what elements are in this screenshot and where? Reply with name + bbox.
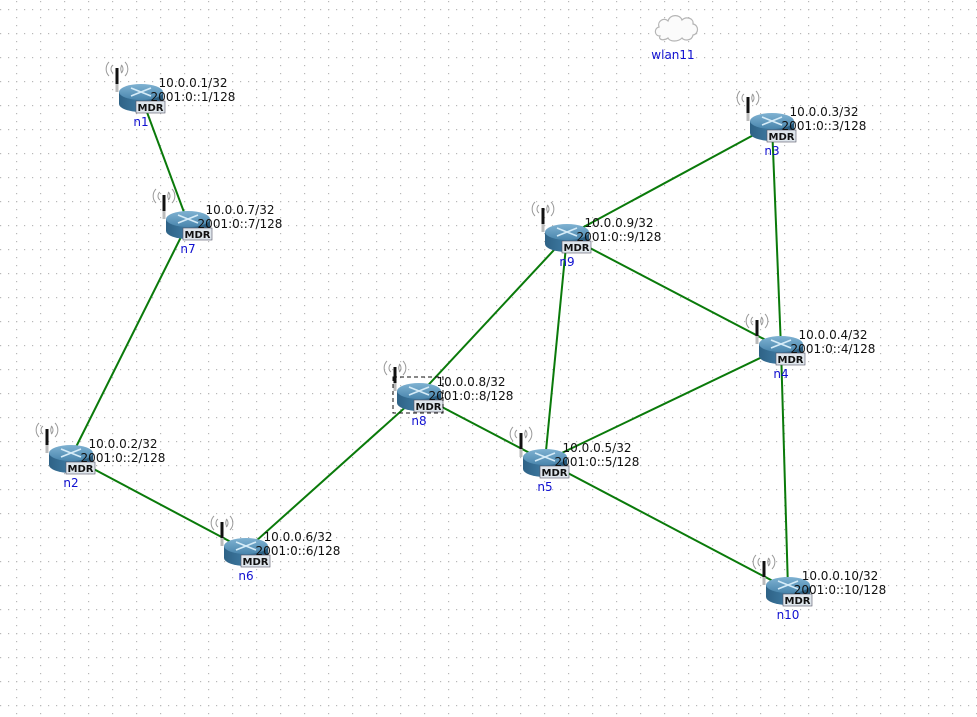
node-type-label: MDR bbox=[542, 468, 568, 479]
wlan-label: wlan11 bbox=[651, 48, 694, 62]
node-type-label: MDR bbox=[564, 243, 590, 254]
ipv6-address: 2001:0::2/128 bbox=[81, 451, 166, 465]
mdr-badge bbox=[782, 593, 813, 607]
antenna-icon bbox=[152, 188, 176, 219]
ipv4-address: 10.0.0.9/32 bbox=[585, 216, 654, 230]
ipv6-address: 2001:0::10/128 bbox=[794, 583, 887, 597]
node-type-label: MDR bbox=[68, 464, 94, 475]
ipv4-address: 10.0.0.7/32 bbox=[206, 203, 275, 217]
node-type-label: MDR bbox=[785, 596, 811, 607]
ipv4-address: 10.0.0.4/32 bbox=[799, 328, 868, 342]
antenna-icon bbox=[736, 90, 760, 121]
nodes-layer: MDRn110.0.0.1/322001:0::1/128MDRn710.0.0… bbox=[35, 61, 887, 622]
link-n9-n5[interactable] bbox=[544, 235, 568, 462]
link-n4-n5[interactable] bbox=[544, 347, 782, 462]
ipv6-address: 2001:0::1/128 bbox=[151, 90, 236, 104]
antenna-icon bbox=[105, 61, 129, 92]
node-name: n8 bbox=[411, 414, 426, 428]
ipv6-address: 2001:0::5/128 bbox=[555, 455, 640, 469]
cloud-icon bbox=[654, 15, 699, 42]
mdr-badge bbox=[240, 554, 271, 568]
links-layer bbox=[70, 95, 789, 590]
node-type-label: MDR bbox=[769, 132, 795, 143]
node-name: n4 bbox=[773, 367, 788, 381]
node-name: n5 bbox=[537, 480, 552, 494]
mdr-badge bbox=[766, 129, 797, 143]
antenna-icon bbox=[35, 422, 59, 453]
ipv4-address: 10.0.0.3/32 bbox=[790, 105, 859, 119]
node-type-label: MDR bbox=[416, 402, 442, 413]
node-type-label: MDR bbox=[778, 355, 804, 366]
ipv4-address: 10.0.0.6/32 bbox=[264, 530, 333, 544]
node-name: n2 bbox=[63, 476, 78, 490]
mdr-badge bbox=[561, 240, 592, 254]
link-n7-n2[interactable] bbox=[70, 222, 189, 458]
mdr-badge bbox=[775, 352, 806, 366]
node-name: n3 bbox=[764, 144, 779, 158]
antenna-icon bbox=[383, 360, 407, 391]
node-name: n9 bbox=[559, 255, 574, 269]
antenna-icon bbox=[745, 313, 769, 344]
antenna-icon bbox=[509, 426, 533, 457]
ipv4-address: 10.0.0.8/32 bbox=[437, 375, 506, 389]
mdr-badge bbox=[65, 461, 96, 475]
node-name: n7 bbox=[180, 242, 195, 256]
mdr-badge bbox=[539, 465, 570, 479]
ipv6-address: 2001:0::4/128 bbox=[791, 342, 876, 356]
link-n2-n6[interactable] bbox=[70, 456, 247, 551]
node-type-label: MDR bbox=[138, 103, 164, 114]
ipv6-address: 2001:0::9/128 bbox=[577, 230, 662, 244]
ipv4-address: 10.0.0.10/32 bbox=[802, 569, 879, 583]
ipv6-address: 2001:0::8/128 bbox=[429, 389, 514, 403]
node-type-label: MDR bbox=[243, 557, 269, 568]
link-n6-n8[interactable] bbox=[245, 394, 420, 551]
ipv6-address: 2001:0::6/128 bbox=[256, 544, 341, 558]
link-n9-n4[interactable] bbox=[566, 235, 782, 349]
link-n5-n10[interactable] bbox=[544, 460, 789, 590]
ipv6-address: 2001:0::7/128 bbox=[198, 217, 283, 231]
link-n9-n3[interactable] bbox=[566, 124, 773, 237]
mdr-badge bbox=[135, 100, 166, 114]
wlan-network[interactable]: wlan11 bbox=[651, 15, 699, 62]
mdr-badge bbox=[182, 227, 213, 241]
link-n3-n4[interactable] bbox=[771, 124, 782, 349]
node-name: n6 bbox=[238, 569, 253, 583]
link-n1-n7[interactable] bbox=[140, 95, 189, 224]
link-n8-n9[interactable] bbox=[418, 235, 568, 396]
node-name: n10 bbox=[777, 608, 800, 622]
selection-box bbox=[392, 376, 444, 414]
node-name: n1 bbox=[133, 115, 148, 129]
ipv4-address: 10.0.0.5/32 bbox=[563, 441, 632, 455]
ipv4-address: 10.0.0.2/32 bbox=[89, 437, 158, 451]
ipv4-address: 10.0.0.1/32 bbox=[159, 76, 228, 90]
antenna-icon bbox=[752, 554, 776, 585]
node-type-label: MDR bbox=[185, 230, 211, 241]
antenna-icon bbox=[210, 515, 234, 546]
antenna-icon bbox=[531, 201, 555, 232]
link-n4-n10[interactable] bbox=[780, 347, 789, 590]
ipv6-address: 2001:0::3/128 bbox=[782, 119, 867, 133]
